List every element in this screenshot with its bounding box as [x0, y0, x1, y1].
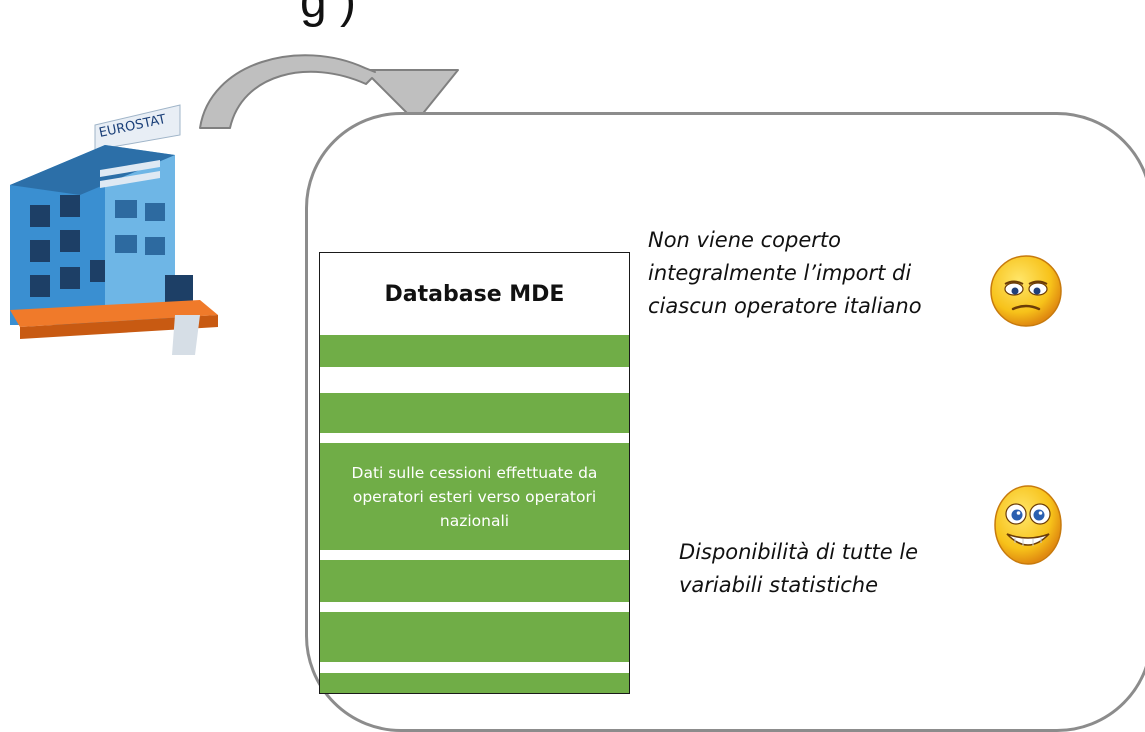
- data-band: [320, 560, 629, 602]
- data-band: [320, 673, 629, 693]
- data-band: [320, 612, 629, 662]
- sad-face-icon: [990, 255, 1062, 327]
- slide-title-fragment: g ): [300, 0, 357, 28]
- data-band: [320, 335, 629, 367]
- data-band: [320, 393, 629, 433]
- database-title: Database MDE: [384, 281, 565, 307]
- limitation-note: Non viene coperto integralmente l’import…: [648, 228, 922, 318]
- database-column: Database MDE Dati sulle cessioni effettu…: [319, 252, 630, 694]
- data-band-description: Dati sulle cessioni effettuate da operat…: [320, 443, 629, 550]
- building-icon: EUROSTAT: [10, 104, 218, 355]
- curved-arrow-icon: [199, 54, 459, 129]
- happy-face-icon: [994, 485, 1062, 565]
- advantage-note: Disponibilità di tutte le variabili stat…: [679, 540, 919, 597]
